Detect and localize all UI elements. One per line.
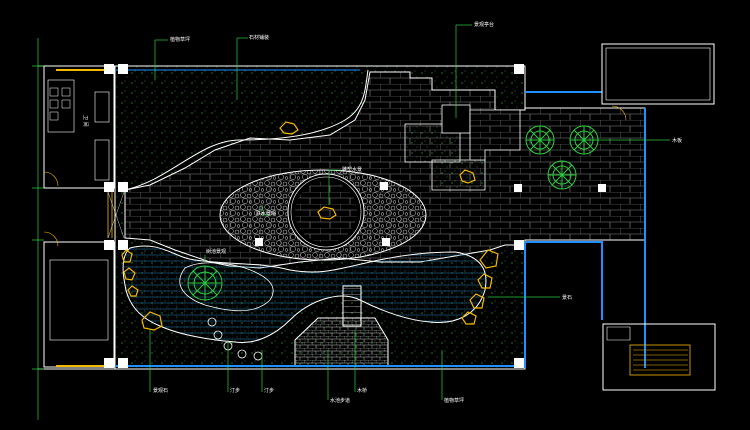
label-center-pool: 跌水景观 xyxy=(256,210,276,217)
left-building xyxy=(38,65,125,370)
annotation-labels: 植物草坪 石材铺装 景观亭台 木板 景石 雕塑水景 跌水景观 树池景观 卫 间 … xyxy=(82,21,682,404)
dimension-lines xyxy=(32,38,44,420)
oval-plaza xyxy=(219,169,427,261)
label-right-upper: 木板 xyxy=(672,137,682,144)
columns xyxy=(104,64,606,368)
label-left-room: 卫 间 xyxy=(82,115,89,127)
label-top-left: 植物草坪 xyxy=(170,36,190,43)
label-bottom-2: 汀步 xyxy=(230,387,240,394)
label-bottom-1: 景观石 xyxy=(153,387,168,394)
label-right-lower: 景石 xyxy=(562,294,572,301)
right-structure xyxy=(115,43,716,391)
label-top-mid: 石材铺装 xyxy=(249,34,269,41)
label-bottom-5: 木桥 xyxy=(357,387,367,394)
label-bottom-6: 植物草坪 xyxy=(444,397,464,404)
label-bottom-3: 汀步 xyxy=(264,387,274,394)
label-tree-pool: 树池景观 xyxy=(206,248,226,255)
label-bottom-4: 水池步道 xyxy=(330,397,350,404)
label-center-sign: 雕塑水景 xyxy=(342,166,362,173)
leader-lines xyxy=(149,24,670,400)
lattice-pavilion xyxy=(294,285,389,367)
rocks xyxy=(121,121,499,331)
label-top-right: 景观亭台 xyxy=(474,21,494,28)
